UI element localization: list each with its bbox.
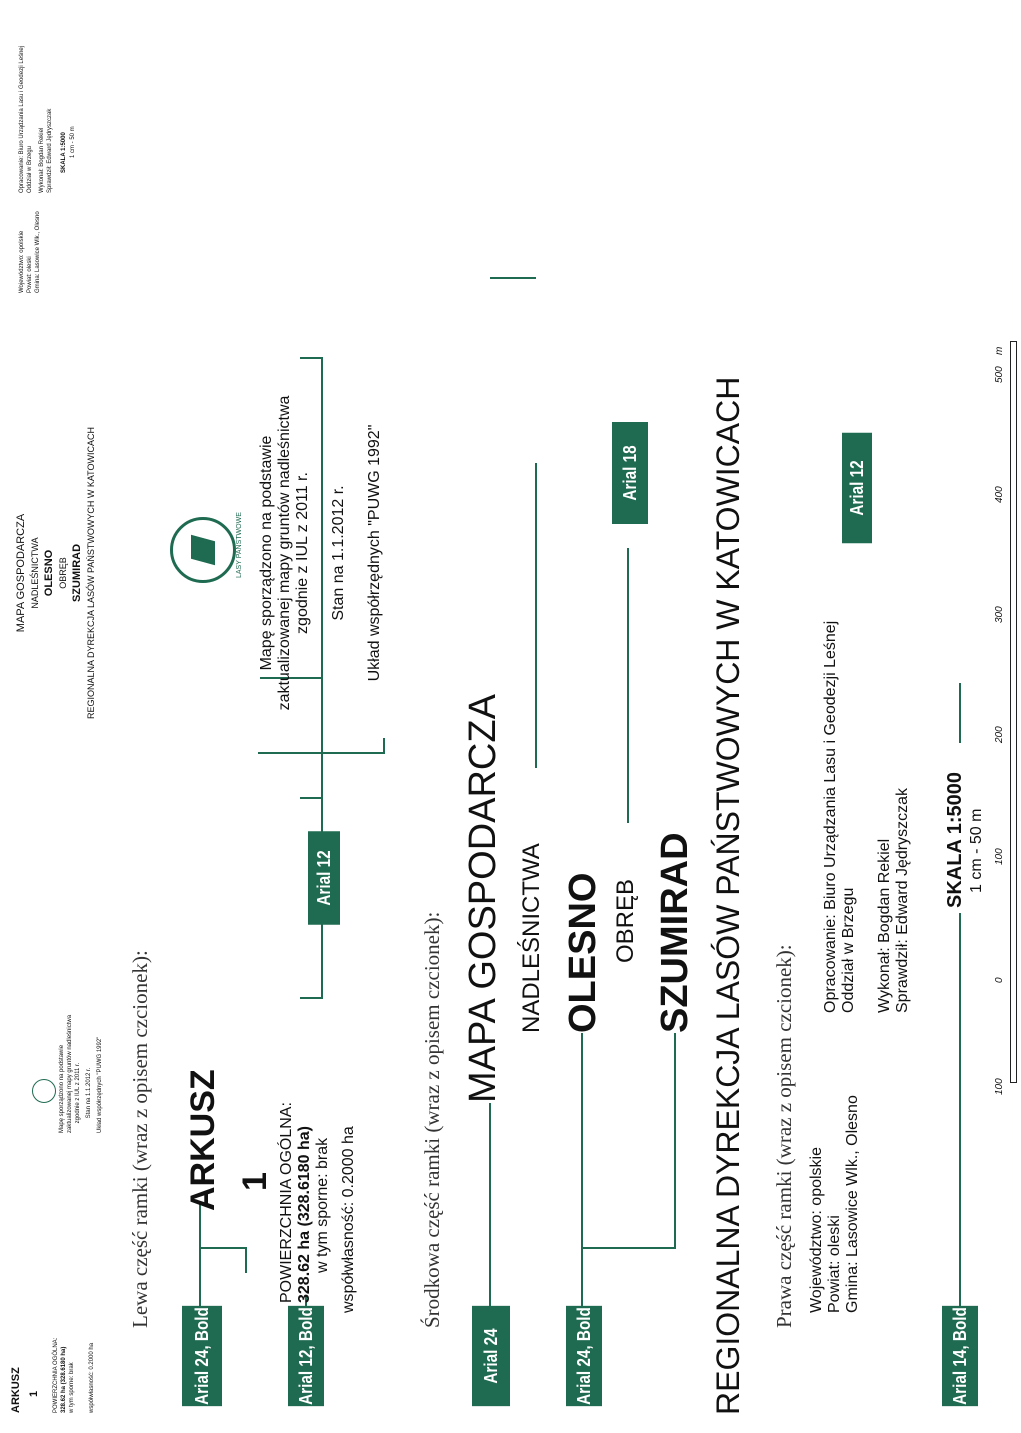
sample-logo-small — [32, 1079, 56, 1103]
sample-wspol: współwłasność: 0.2000 ha — [340, 1126, 357, 1313]
section-middle-label: Środkowa część ramki (wraz z opisem czci… — [420, 911, 444, 1328]
tag-arial12bold: Arial 12, Bold — [288, 1305, 324, 1407]
sample-arkusz-nr: 1 — [236, 1172, 274, 1191]
section-right-label: Prawa część ramki (wraz z opisem czcione… — [772, 944, 796, 1328]
sample-note: Mapę sporządzono na podstawie zaktualizo… — [258, 395, 383, 711]
sample-area: POWIERZCHNIA OGÓLNA: 328.62 ha (328.6180… — [278, 1102, 331, 1303]
scalebar-tick: 0 — [994, 977, 1005, 983]
scalebar-tick: 100 — [994, 1078, 1005, 1095]
sample-skala-small: SKALA 1:5000 — [61, 132, 67, 173]
sample-skala: SKALA 1:5000 — [944, 772, 966, 908]
logo-lettering: LASY PAŃSTWOWE — [236, 512, 243, 578]
scalebar: 100 0 100 200 300 400 500 m — [994, 323, 1018, 1103]
sample-woj: Województwo: opolskie Powiat: oleski Gmi… — [808, 1095, 861, 1313]
tag-arial14bold: Arial 14, Bold — [942, 1305, 978, 1407]
sample-wspol-small: współwłasność: 0.2000 ha — [89, 1342, 95, 1413]
tag-arial24: Arial 24 — [472, 1305, 510, 1407]
sample-header-small: MAPA GOSPODARCZA NADLEŚNICTWA OLESNO OBR… — [15, 426, 96, 720]
connector-arkusz-nr — [200, 1247, 247, 1273]
scalebar-tick: 400 — [994, 486, 1005, 503]
tag-arial18: Arial 18 — [612, 422, 648, 524]
sample-arkusz-small: ARKUSZ — [10, 1367, 22, 1413]
tag-arial12-left: Arial 12 — [308, 831, 340, 925]
scalebar-tick: 300 — [994, 606, 1005, 623]
tag-arial24bold-1: Arial 24, Bold — [182, 1305, 222, 1407]
sample-woj-small: Województwo: opolskie Powiat: oleski Gmi… — [19, 211, 41, 293]
bracket-note2 — [258, 738, 385, 754]
sample-obreb: OBRĘB — [612, 878, 639, 963]
scalebar-tick: 200 — [994, 726, 1005, 743]
sample-oprac: Opracowanie: Biuro Urządzania Lasu i Geo… — [822, 620, 911, 1013]
sample-oprac-small: Opracowanie: Biuro Urządzania Lasu i Geo… — [19, 45, 53, 193]
tag-arial12-right: Arial 12 — [842, 432, 872, 544]
section-left-label: Lewa część ramki (wraz z opisem czcionek… — [128, 950, 152, 1328]
tag-arial24bold-2: Arial 24, Bold — [566, 1305, 602, 1407]
sample-olesno: OLESNO — [562, 872, 604, 1033]
lasy-panstwowe-logo — [170, 517, 236, 583]
sample-note-small: Mapę sporządzono na podstawie zaktualizo… — [59, 1014, 103, 1133]
sample-skala-sub-small: 1 cm - 50 m — [70, 126, 76, 158]
sample-arkusz: ARKUSZ — [184, 1069, 222, 1211]
sample-szumirad: SZUMIRAD — [654, 832, 696, 1033]
sample-title: MAPA GOSPODARCZA — [462, 694, 504, 1103]
sample-rdlp: REGIONALNA DYREKCJA LASÓW PAŃSTWOWYCH W … — [710, 376, 746, 1415]
scalebar-tick: 500 — [994, 366, 1005, 383]
sample-nadlesnictwa: NADLEŚNICTWA — [518, 843, 545, 1033]
scalebar-tick: 100 — [994, 848, 1005, 865]
sample-area-small: POWIERZCHNIA OGÓLNA: 328.62 ha (328.6180… — [53, 1337, 75, 1413]
scalebar-unit: m — [994, 346, 1005, 355]
sample-arkusz-nr-small: 1 — [28, 1390, 40, 1397]
sample-skala-sub: 1 cm - 50 m — [968, 808, 985, 893]
